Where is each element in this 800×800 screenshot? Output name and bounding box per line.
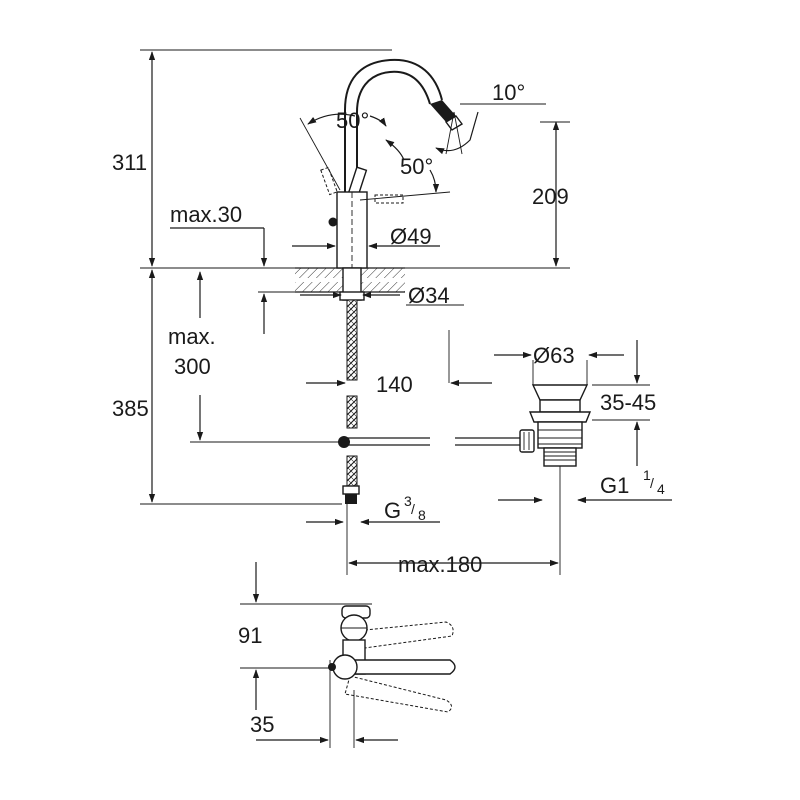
label-waste-thread: G1: [600, 473, 629, 498]
label-140: 140: [376, 372, 413, 397]
label-waste-thread-slash: /: [650, 475, 654, 491]
popup-rod: [338, 429, 535, 453]
label-top-91: 91: [238, 623, 262, 648]
label-hose-thread: G: [384, 498, 401, 523]
label-shank-diameter: Ø34: [408, 283, 450, 308]
faucet-side-view: [320, 58, 464, 301]
dimension-labels: 311 209 max.30 10° 50° 50° Ø49 Ø34 max. …: [112, 80, 665, 737]
label-waste-thread-num: 1: [643, 467, 651, 483]
countertop: [258, 267, 405, 293]
top-lever-ghost-lower: [344, 675, 452, 713]
spout: [344, 58, 443, 192]
label-50-degree-right: 50°: [400, 154, 433, 179]
label-top-35: 35: [250, 712, 274, 737]
label-waste-diameter: Ø63: [533, 343, 575, 368]
label-385: 385: [112, 396, 149, 421]
spout-tip: [430, 100, 456, 122]
label-max-300-line1: max.: [168, 324, 216, 349]
label-50-degree-left: 50°: [336, 108, 369, 133]
label-hose-thread-slash: /: [411, 501, 415, 517]
label-max-300-line2: 300: [174, 354, 211, 379]
label-max-180: max.180: [398, 552, 482, 577]
top-lever-handle: [339, 659, 456, 675]
faucet-top-view: [240, 603, 456, 748]
waste-assembly: [528, 384, 592, 467]
label-209: 209: [532, 184, 569, 209]
top-lever-ghost-upper: [344, 621, 454, 651]
dimension-lines: [148, 51, 672, 744]
label-35-45: 35-45: [600, 390, 656, 415]
label-max-30: max.30: [170, 202, 242, 227]
label-311: 311: [112, 150, 147, 175]
label-hose-thread-num: 3: [404, 493, 412, 509]
label-waste-thread-den: 4: [657, 481, 665, 497]
label-hose-thread-den: 8: [418, 507, 426, 523]
label-body-diameter: Ø49: [390, 224, 432, 249]
label-10-degree: 10°: [492, 80, 525, 105]
supply-hoses: [342, 299, 360, 504]
